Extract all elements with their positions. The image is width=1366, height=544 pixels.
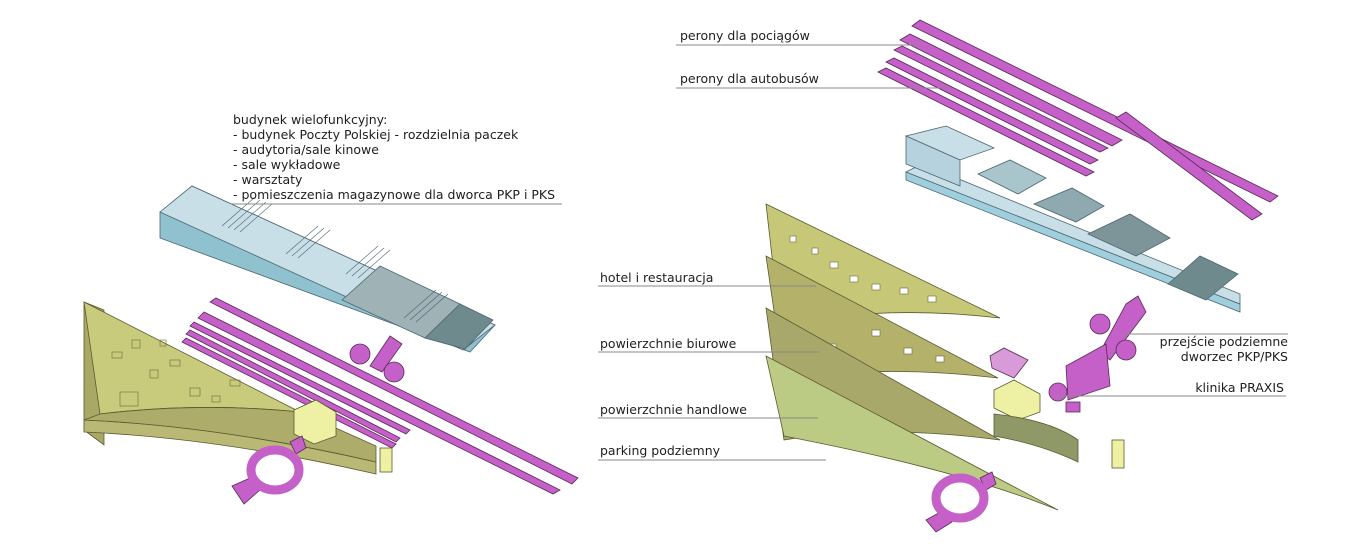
left-building-item-1: - budynek Poczty Polskiej - rozdzielnia … — [233, 127, 519, 142]
right-parking-layer — [765, 355, 1059, 511]
label-underpass-line2: dworzec PKP/PKS — [1180, 349, 1288, 364]
right-platforms — [877, 19, 1279, 221]
label-underpass-line1: przejście podziemne — [1159, 334, 1288, 349]
label-clinic: klinika PRAXIS — [1195, 380, 1284, 395]
left-platforms — [181, 297, 579, 495]
label-train-platforms: perony dla pociągów — [680, 28, 810, 43]
left-underpass — [349, 335, 405, 383]
label-retail: powierzchnie handlowe — [600, 402, 747, 417]
leader-lines — [231, 44, 1288, 461]
left-clinic — [293, 399, 393, 473]
right-roundabout — [925, 471, 997, 533]
label-parking: parking podziemny — [600, 443, 721, 458]
left-building-item-3: - sale wykładowe — [233, 157, 341, 172]
left-building-item-5: - pomieszczenia magazynowe dla dworca PK… — [233, 187, 556, 202]
label-bus-platforms: perony dla autobusów — [680, 71, 819, 86]
left-building-title: budynek wielofunkcyjny: — [233, 112, 388, 127]
right-underpass — [1048, 295, 1147, 413]
label-hotel: hotel i restauracja — [600, 270, 714, 285]
label-offices: powierzchnie biurowe — [600, 336, 737, 351]
left-building-item-2: - audytoria/sale kinowe — [233, 142, 379, 157]
right-annex-pieces — [989, 347, 1125, 469]
left-multifunction-building — [159, 185, 496, 353]
right-building — [904, 125, 1241, 313]
left-roundabout — [231, 435, 307, 505]
left-diagram — [83, 185, 579, 505]
right-diagram — [765, 19, 1279, 533]
left-building-item-4: - warsztaty — [233, 172, 303, 187]
